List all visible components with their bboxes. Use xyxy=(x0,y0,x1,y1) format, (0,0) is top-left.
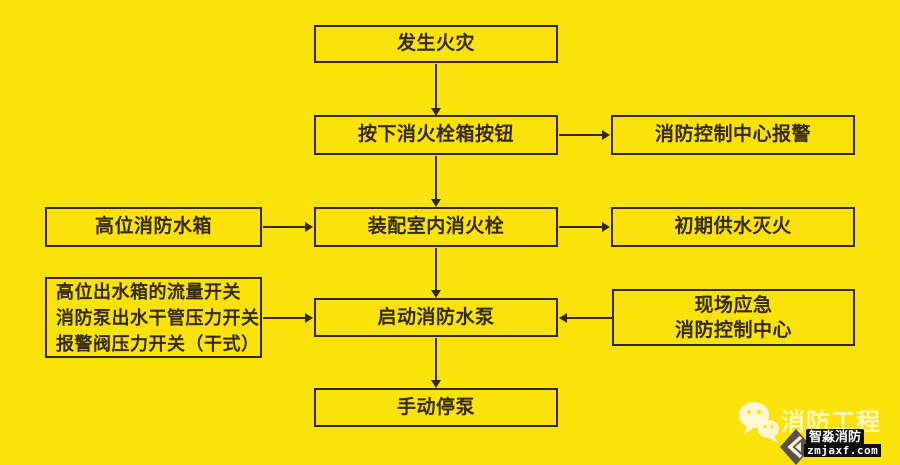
arrow-button-to-hydrant xyxy=(431,156,441,207)
pump-switches-line-1: 高位出水箱的流量开关 xyxy=(56,281,241,302)
pump-switches-line-2: 消防泵出水干管压力开关 xyxy=(56,307,260,328)
watermark-website-badge: zmjaxf.com xyxy=(804,444,882,457)
arrow-tank-to-hydrant xyxy=(263,222,313,232)
arrow-switches-to-pump xyxy=(263,313,313,323)
node-start-fire-pump: 启动消防水泵 xyxy=(314,298,558,337)
arrow-pump-to-manual-stop xyxy=(431,338,441,388)
node-initial-water-supply: 初期供水灭火 xyxy=(611,207,855,247)
arrow-hydrant-to-pump xyxy=(431,248,441,298)
arrow-hydrant-to-initial-supply xyxy=(559,222,610,232)
node-high-level-water-tank: 高位消防水箱 xyxy=(45,207,262,247)
node-control-center-alarm: 消防控制中心报警 xyxy=(611,115,855,155)
arrow-fire-to-button xyxy=(431,64,441,116)
node-emergency-center: 现场应急 消防控制中心 xyxy=(612,289,855,346)
node-fire-occurs: 发生火灾 xyxy=(314,25,558,63)
arrow-button-to-alarm-center xyxy=(559,130,610,140)
node-press-hydrant-button: 按下消火栓箱按钮 xyxy=(314,115,558,155)
wechat-icon xyxy=(738,400,780,453)
node-manual-pump-stop: 手动停泵 xyxy=(314,388,558,427)
node-indoor-hydrant: 装配室内消火栓 xyxy=(314,207,558,247)
pump-switches-line-3: 报警阀压力开关（干式） xyxy=(56,333,260,354)
node-pump-switches: 高位出水箱的流量开关 消防泵出水干管压力开关 报警阀压力开关（干式） xyxy=(45,277,262,358)
arrow-emergency-to-pump xyxy=(559,313,612,323)
emergency-center-line-2: 消防控制中心 xyxy=(674,319,792,341)
watermark-brand-badge: 智淼消防 xyxy=(806,429,865,445)
emergency-center-line-1: 现场应急 xyxy=(694,294,773,316)
